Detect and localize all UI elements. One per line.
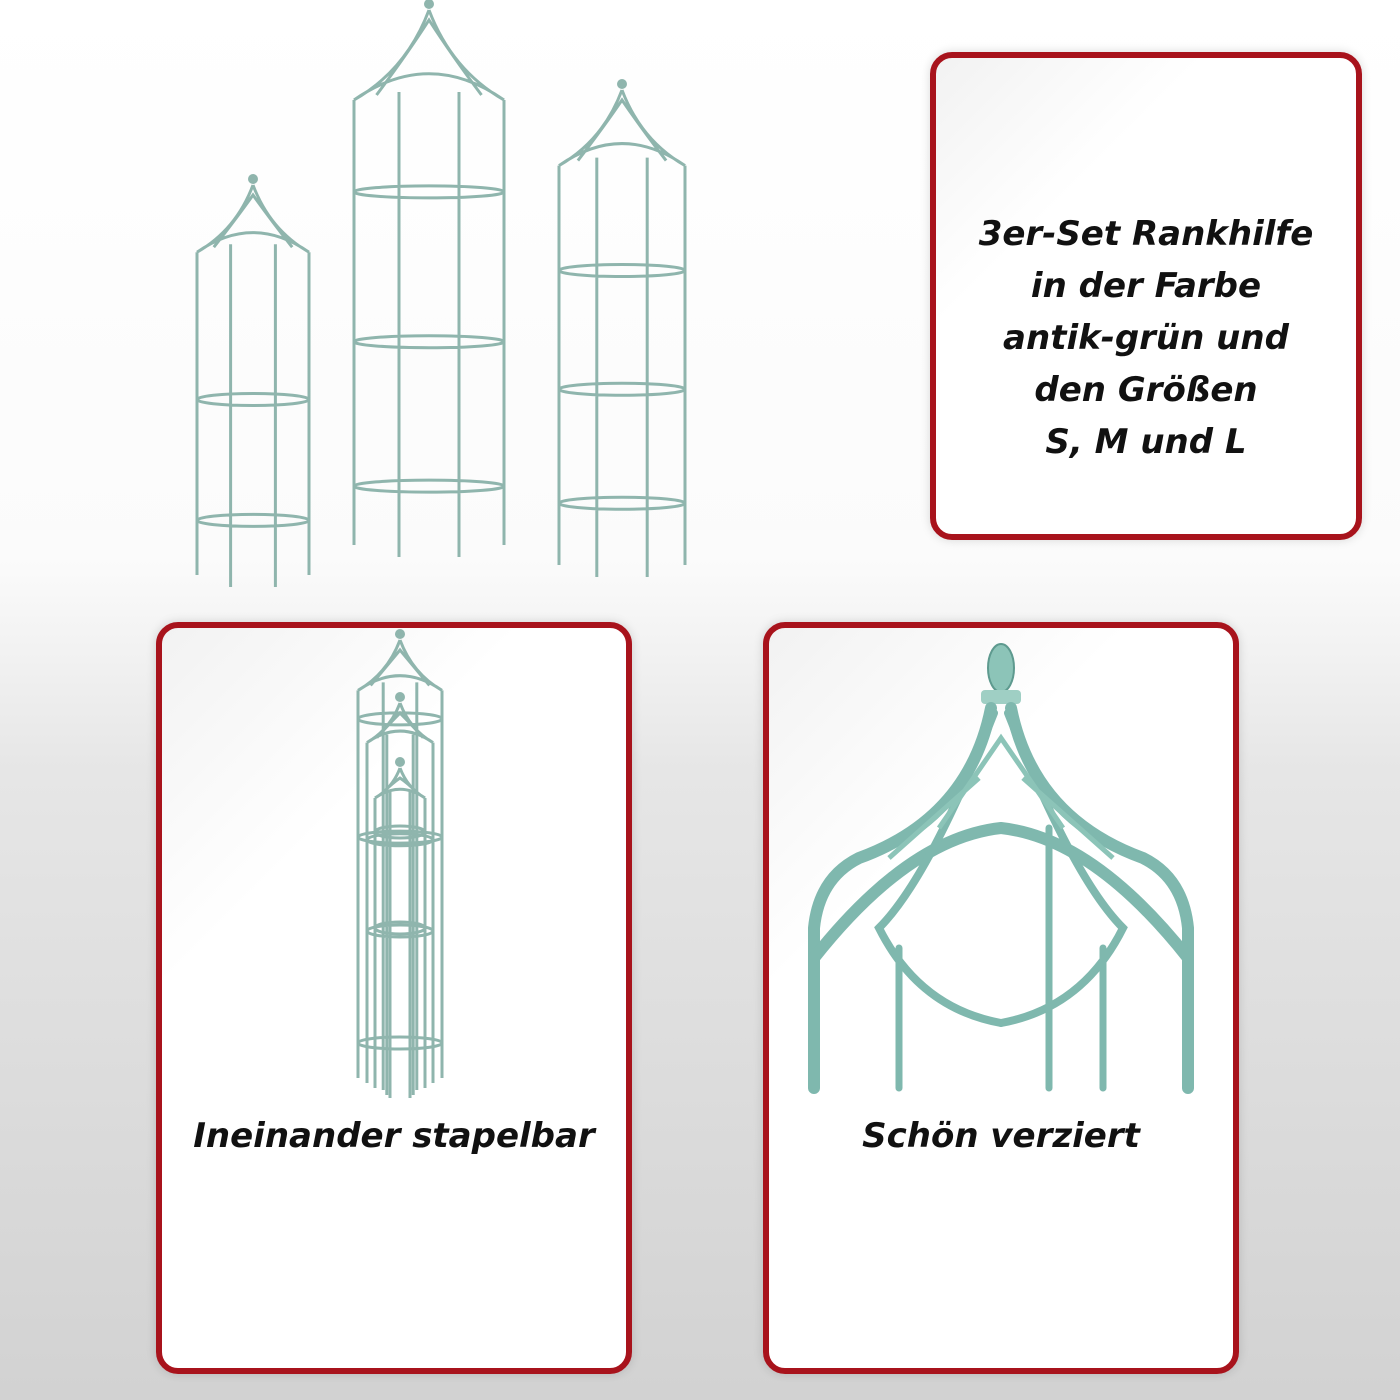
trellis-small [195, 174, 311, 587]
stack-panel: Ineinander stapelbar [156, 622, 632, 1374]
detail-panel: Schön verziert [763, 622, 1239, 1374]
stacked-trellis-medium [365, 692, 435, 1095]
info-line: antik-grün und [1003, 318, 1289, 358]
trellis-medium [352, 0, 506, 557]
info-text: 3er-Set Rankhilfe in der Farbe antik-grü… [936, 208, 1356, 468]
stacked-trellis-image [356, 629, 444, 1098]
info-line: S, M und L [1045, 422, 1247, 462]
detail-caption: Schön verziert [862, 1116, 1140, 1156]
info-line: 3er-Set Rankhilfe [978, 214, 1314, 254]
stacked-trellis-large [356, 629, 444, 1090]
trellis-set-image [195, 0, 687, 587]
info-line: in der Farbe [1030, 266, 1262, 306]
info-panel: 3er-Set Rankhilfe in der Farbe antik-grü… [930, 52, 1362, 540]
trellis-large [557, 79, 687, 577]
stacked-trellis-small [373, 757, 427, 1098]
info-line: den Größen [1034, 370, 1258, 410]
ornament-detail-image [808, 643, 1194, 1094]
stack-caption: Ineinander stapelbar [193, 1116, 595, 1156]
